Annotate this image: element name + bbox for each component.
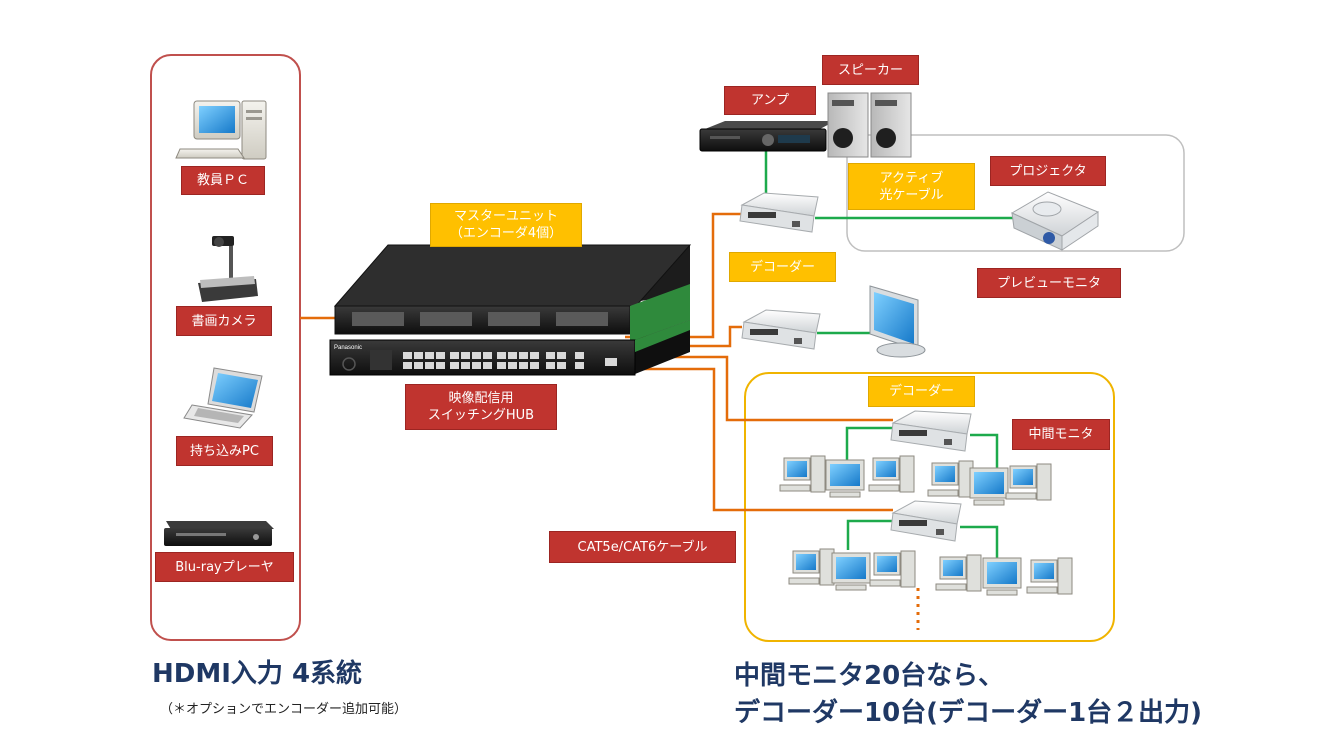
master-unit-label: マスターユニット （エンコーダ4個） <box>430 203 582 247</box>
speaker-label: スピーカー <box>822 55 919 85</box>
monitor-group-frame <box>744 372 1115 642</box>
pc-terminal-icon <box>831 552 871 591</box>
decoder-top-label: デコーダー <box>729 252 836 282</box>
hdmi-note: （＊オプションでエンコーダー追加可能） <box>160 702 408 717</box>
amp-label: アンプ <box>724 86 816 115</box>
pc-terminal-icon <box>869 550 916 588</box>
laptop-label: 持ち込みPC <box>176 436 273 466</box>
cable-label: CAT5e/CAT6ケーブル <box>549 531 736 563</box>
preview-monitor-icon <box>869 285 926 358</box>
summary-line-1: 中間モニタ20台なら、 <box>734 661 1005 691</box>
teacher-pc-icon <box>175 100 267 160</box>
pc-terminal-icon <box>982 557 1022 596</box>
decoder-box-2 <box>741 309 821 350</box>
decoder-box-3 <box>890 410 972 452</box>
pc-terminal-icon <box>969 467 1009 506</box>
input-group-frame <box>150 54 301 641</box>
pc-terminal-icon <box>868 455 915 493</box>
decoder-group-label: デコーダー <box>868 376 975 407</box>
laptop-icon <box>183 367 263 429</box>
pc-terminal-icon <box>927 460 974 498</box>
bluray-player-icon <box>164 521 274 546</box>
pc-terminal-icon <box>935 554 982 592</box>
master-unit-device <box>333 244 692 342</box>
summary-line-2: デコーダー10台(デコーダー1台２出力) <box>734 698 1203 728</box>
amplifier-icon <box>699 121 835 152</box>
intermediate-monitor-label: 中間モニタ <box>1012 419 1110 450</box>
projector-label: プロジェクタ <box>990 156 1106 186</box>
bluray-label: Blu-rayプレーヤ <box>155 552 294 582</box>
document-camera-icon <box>198 236 258 302</box>
pc-terminal-icon <box>1026 557 1073 595</box>
decoder-box-1 <box>739 192 819 233</box>
decoder-box-4 <box>890 500 962 542</box>
document-camera-label: 書画カメラ <box>176 306 272 336</box>
switching-hub-label: 映像配信用 スイッチングHUB <box>405 384 557 430</box>
pc-row-2 <box>788 548 1073 596</box>
projector-icon <box>1010 191 1100 251</box>
pc-terminal-icon <box>825 459 865 498</box>
teacher-pc-label: 教員ＰＣ <box>181 166 265 195</box>
active-cable-label: アクティブ 光ケーブル <box>848 163 975 210</box>
pc-terminal-icon <box>1005 463 1052 501</box>
pc-terminal-icon <box>788 548 835 586</box>
switching-hub-device: Panasonic <box>329 320 690 376</box>
speaker-left-icon <box>827 92 869 158</box>
speaker-right-icon <box>870 92 912 158</box>
pc-terminal-icon <box>779 455 826 493</box>
hdmi-title: HDMI入力 4系統 <box>152 659 363 689</box>
optical-area-frame <box>846 134 1185 252</box>
hub-brand-text: Panasonic <box>334 345 362 351</box>
pc-row-1 <box>779 455 1052 506</box>
preview-monitor-label: プレビューモニタ <box>977 268 1121 298</box>
